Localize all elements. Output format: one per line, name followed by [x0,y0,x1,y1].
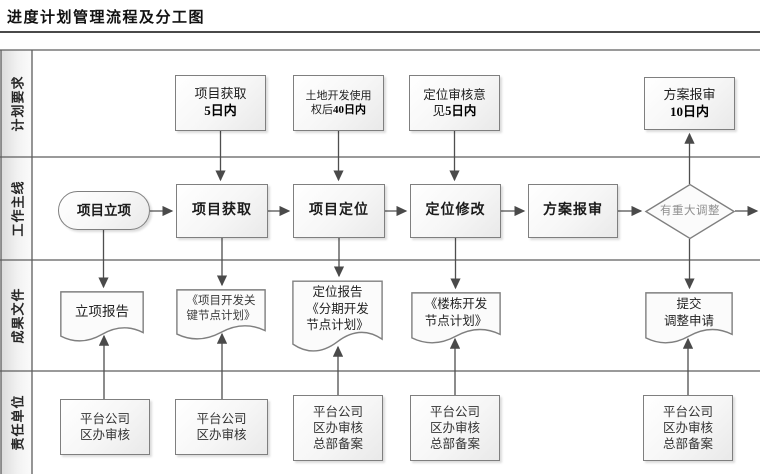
step-box-project-acquisition: 项目获取 [176,184,268,238]
document-shape [411,292,501,345]
lane-label-plan-requirements: 计划要求 [10,75,26,132]
step-box-scheme-submission: 方案报审 [528,184,618,238]
flow-arrows [98,131,759,399]
lane-label-column [1,50,32,474]
deadline-box-scheme-submission: 方案报审 10日内 [644,77,735,130]
deadline-box-project-acquisition: 项目获取 5日内 [175,75,266,131]
responsible-unit-box-4: 平台公司 区办审核 总部备案 [410,395,500,461]
decision-diamond-major-adjustment: 有重大调整 [645,184,735,239]
responsible-unit-box-3: 平台公司 区办审核 总部备案 [293,395,383,461]
swimlane-grid [0,49,760,474]
lane-label-result-documents: 成果文件 [10,287,26,344]
document-positioning-report: 定位报告 《分期开发 节点计划》 [292,280,383,354]
responsible-unit-box-5: 平台公司 区办审核 总部备案 [643,395,733,461]
responsible-unit-box-1: 平台公司 区办审核 [60,399,150,455]
document-shape [60,291,144,343]
start-oval-project-initiation: 项目立项 [58,191,150,230]
page-title: 进度计划管理流程及分工图 [7,10,206,26]
step-box-project-positioning: 项目定位 [293,184,385,238]
responsible-unit-box-2: 平台公司 区办审核 [175,399,268,455]
document-adjustment-application: 提交 调整申请 [645,292,733,345]
document-shape [176,289,266,341]
document-initiation-report: 立项报告 [60,291,144,343]
document-shape [292,280,383,354]
diamond-shape [645,184,735,239]
deadline-box-land-development: 土地开发使用 权后40日内 [293,75,384,131]
document-key-node-plan: 《项目开发关 键节点计划》 [176,289,266,341]
lane-label-responsible-units: 责任单位 [10,394,26,451]
lane-label-main-workline: 工作主线 [10,180,26,237]
step-box-positioning-revision: 定位修改 [410,184,501,238]
deadline-box-positioning-review: 定位审核意 见5日内 [409,75,500,131]
document-shape [645,292,733,345]
title-divider [0,31,760,33]
document-building-node-plan: 《楼栋开发 节点计划》 [411,292,501,345]
